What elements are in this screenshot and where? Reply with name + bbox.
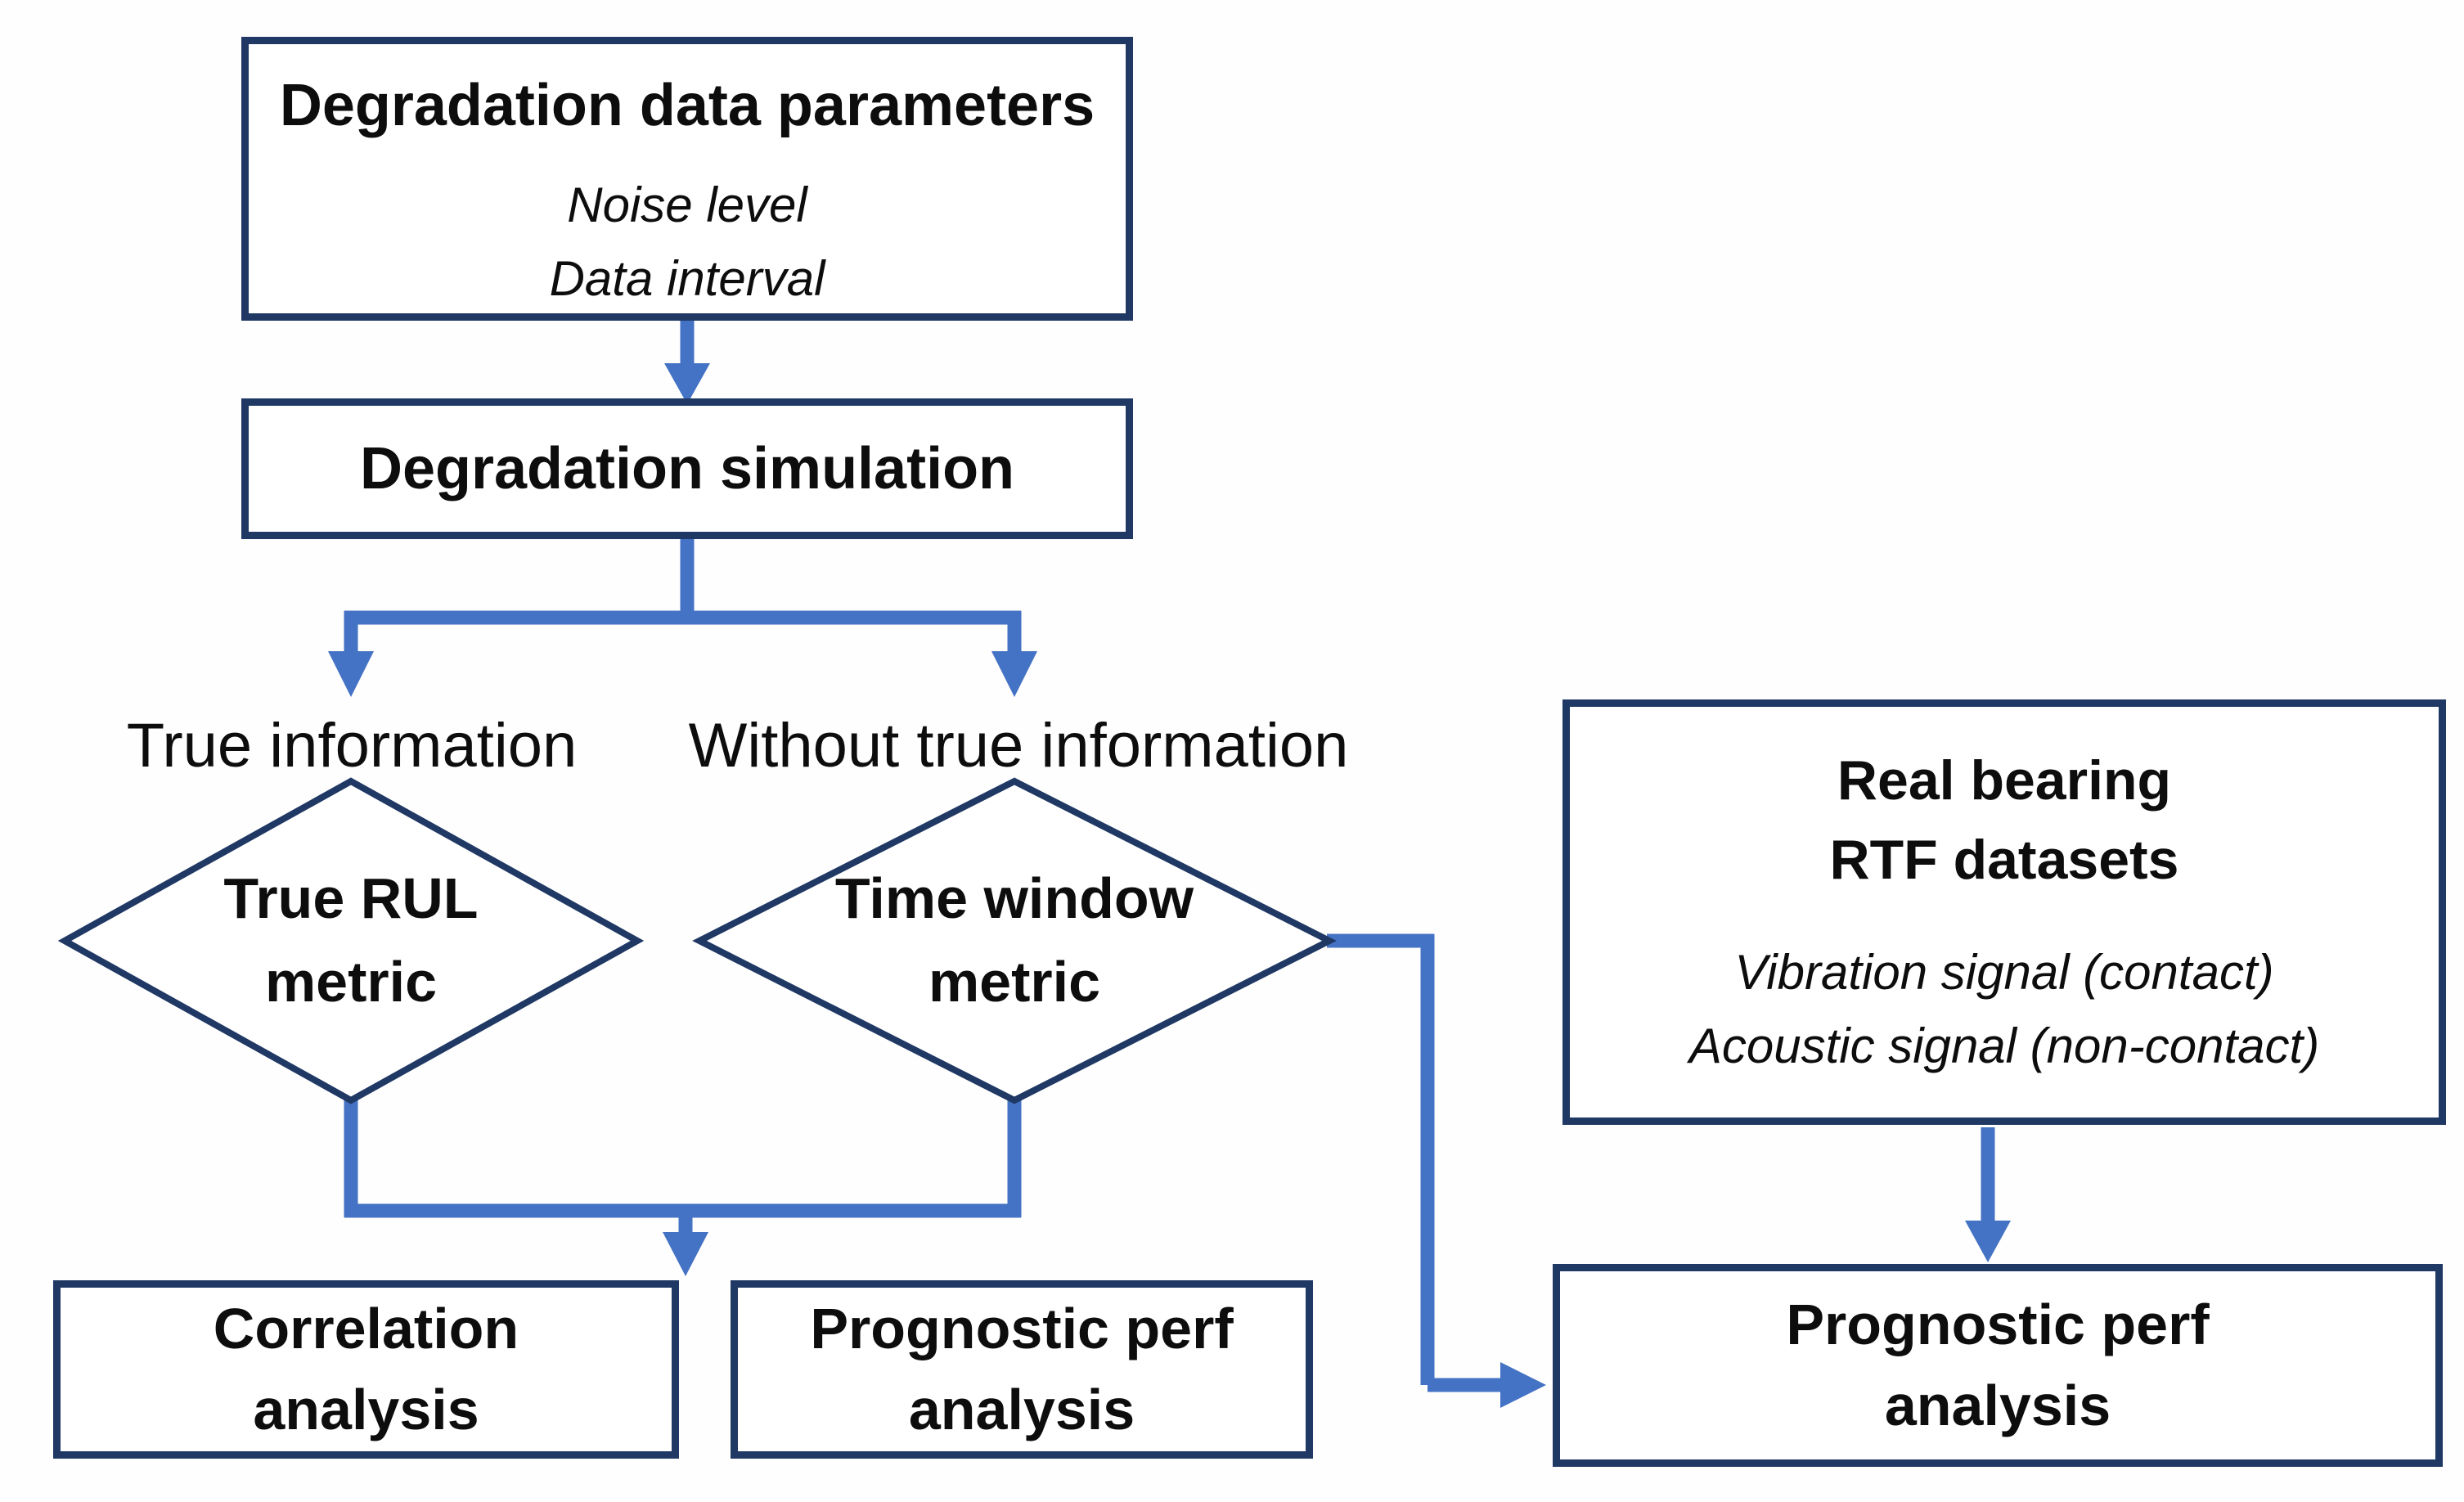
- degradation-simulation-box: Degradation simulation: [241, 398, 1133, 539]
- true-rul-diamond-shape: [57, 777, 645, 1104]
- degradation-data-parameters-title: Degradation data parameters: [279, 73, 1095, 138]
- prognostic-perf-real-line1: Prognostic perf: [1786, 1292, 2210, 1356]
- time-window-diamond-text: Time window metric: [724, 857, 1305, 1023]
- time-window-line1: Time window: [834, 866, 1194, 930]
- without-true-information-label: Without true information: [688, 711, 1349, 780]
- true-rul-line1: True RUL: [223, 866, 479, 930]
- branch-connector: [344, 538, 1022, 656]
- real-bearing-line2: RTF datasets: [1829, 829, 2179, 891]
- vibration-signal-text: Vibration signal (contact): [1734, 944, 2274, 1000]
- correlation-analysis-line1: Correlation: [213, 1296, 519, 1360]
- true-rul-line2: metric: [264, 949, 438, 1014]
- merge-arrowhead: [663, 1232, 708, 1276]
- branch-left-arrowhead: [328, 651, 374, 697]
- prognostic-perf-analysis-box-sim: Prognostic perf analysis: [731, 1280, 1313, 1459]
- time-window-diamond-shape: [692, 777, 1337, 1104]
- arrow-rtf-to-analysis-head: [1965, 1221, 2011, 1262]
- prognostic-perf-analysis-box-real: Prognostic perf analysis: [1553, 1264, 2443, 1467]
- acoustic-signal-text: Acoustic signal (non-contact): [1688, 1018, 2320, 1073]
- real-bearing-line1: Real bearing: [1837, 749, 2172, 812]
- merge-connector: [344, 1098, 1022, 1237]
- true-information-label: True information: [126, 711, 578, 780]
- degradation-simulation-title: Degradation simulation: [359, 436, 1015, 501]
- correlation-analysis-line2: analysis: [253, 1378, 479, 1441]
- prognostic-perf-real-line2: analysis: [1884, 1374, 2111, 1437]
- arrow-params-to-simulation-head: [664, 363, 710, 404]
- noise-level-text: Noise level: [567, 178, 807, 232]
- correlation-analysis-box: Correlation analysis: [53, 1280, 679, 1459]
- real-bearing-rtf-datasets-box: Real bearing RTF datasets Vibration sign…: [1562, 699, 2446, 1125]
- elbow-arrowhead: [1500, 1362, 1546, 1408]
- parameter-list: Noise level Data interval: [550, 169, 825, 316]
- prognostic-perf-sim-line1: Prognostic perf: [810, 1296, 1234, 1360]
- true-rul-diamond-text: True RUL metric: [89, 857, 613, 1023]
- prognostic-perf-sim-line2: analysis: [908, 1378, 1135, 1441]
- elbow-connector: [1327, 933, 1504, 1392]
- time-window-line2: metric: [928, 949, 1101, 1014]
- data-interval-text: Data interval: [549, 251, 825, 306]
- degradation-data-parameters-box: Degradation data parameters Noise level …: [241, 37, 1133, 321]
- branch-right-arrowhead: [991, 651, 1037, 697]
- rtf-signal-list: Vibration signal (contact) Acoustic sign…: [1689, 936, 2319, 1083]
